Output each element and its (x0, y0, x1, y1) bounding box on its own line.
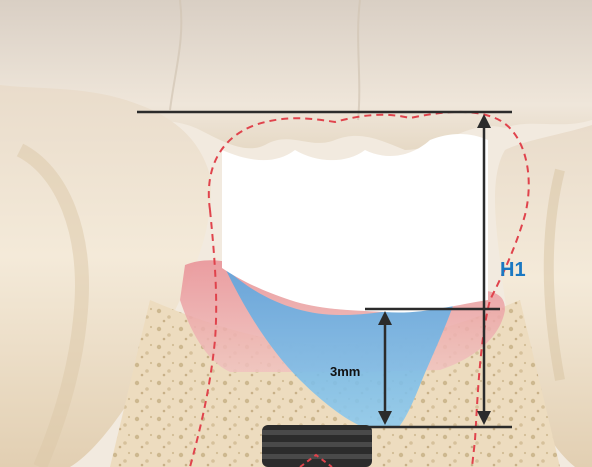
h1-label: H1 (500, 259, 526, 281)
gap-label: 3mm (330, 364, 360, 379)
implant (262, 425, 372, 467)
edentulous-space (222, 134, 488, 313)
